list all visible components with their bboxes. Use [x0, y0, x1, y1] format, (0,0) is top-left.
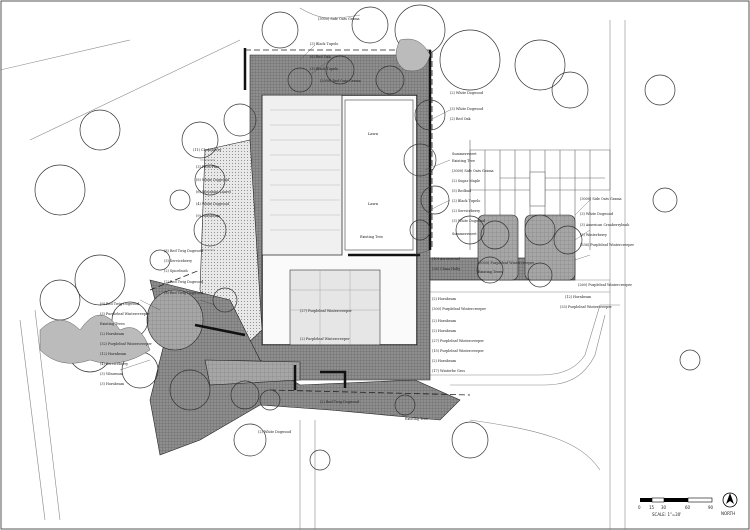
labels-right-lower: (10) Arrowwood (28) China Holly (3000) P…: [432, 257, 535, 373]
scale-tick: 0: [638, 505, 641, 510]
plant-label: (2) White Dogwood: [258, 430, 292, 434]
plant-label: (2) Red Oak: [450, 117, 471, 121]
plant-label: (3000) Side Oats Grama: [452, 169, 494, 173]
road-lines: [0, 7, 626, 530]
plant-label: (9) Red Twig Dogwood: [100, 302, 140, 306]
plant-label: (9) Hornbeam: [196, 214, 221, 218]
plant-label: (2) Hornbeam: [432, 359, 457, 363]
plant-label: (5) Redbud: [452, 189, 472, 193]
north-arrow: NORTH: [721, 492, 738, 516]
plant-label: (2000) Red Oats Grama: [320, 79, 361, 83]
plant-label: (3) Black Tupelo: [310, 67, 338, 71]
plant-label: (33) Purpleleaf Wintercreeper: [560, 305, 612, 309]
plant-label: (3) Hornbeam: [100, 382, 125, 386]
scale-bar: 0 15 30 60 90 SCALE: 1"=30': [638, 497, 714, 517]
plant-label: (27) Purpleleaf Wintercreeper: [300, 309, 352, 313]
plant-label: (3) American Cranberrybush: [580, 223, 630, 227]
shrub-masses: [39, 38, 431, 364]
plant-label: (2) Red Twig Dogwood: [164, 280, 204, 284]
north-label: NORTH: [721, 511, 735, 516]
plant-label: (3000) Purpleleaf Wintercreeper: [478, 261, 535, 265]
plant-label: Existing Tree: [405, 417, 428, 421]
plant-label: (2) Spicebush: [164, 269, 188, 273]
plant-label: (3) Black Tupelo: [310, 42, 338, 46]
plant-label: (2) Black Tupelo: [452, 199, 480, 203]
labels-top: (3000) Side Oats Grama (3) Black Tupelo …: [310, 17, 484, 95]
plant-label: Existing Tree: [360, 235, 383, 239]
plant-label: (32) Purpleleaf Wintercreeper: [100, 342, 152, 346]
plant-label: (3) Winterberry: [580, 233, 607, 237]
plant-label: Existing Tree: [452, 159, 475, 163]
plant-label: (27) Purpleleaf Wintercreeper: [432, 339, 484, 343]
labels-right-mid: (3000) Side Oats Grama (3) White Dogwood…: [580, 197, 634, 247]
labels-interior: Lawn Lawn Existing Tree (27) Purpleleaf …: [300, 132, 383, 341]
labels-left-upper: (11) Chokeberry (3) Pitch Pine (8) White…: [193, 148, 231, 218]
plant-label: (3) Viburnum: [100, 372, 124, 376]
north-arrow-icon: [726, 493, 734, 504]
plant-label: Lawn: [368, 132, 379, 136]
plant-label: (3) Purpleleaf Wintercreeper: [100, 312, 150, 316]
plant-label: (4) White Dogwood: [196, 202, 230, 206]
trees: [34, 4, 701, 471]
plant-label: (2) White Dogwood: [450, 91, 484, 95]
plant-label: (2) Hornbeam: [432, 329, 457, 333]
plant-label: Lawn: [368, 202, 379, 206]
plant-label: (336) Purpleleaf Wintercreeper: [580, 243, 634, 247]
labels-left-lower: (9) Red Twig Dogwood (3) Purpleleaf Wint…: [100, 302, 152, 386]
labels-left-mid: (8) Red Twig Dogwood (3) Serviceberry (2…: [164, 249, 204, 295]
labels-bottom: (2) White Dogwood (2) Red Twig Dogwood E…: [258, 400, 428, 434]
plant-label: (2) Purpleleaf Wintercreeper: [300, 337, 350, 341]
property-boundary: [149, 49, 471, 396]
plant-label: Summersweet: [452, 232, 477, 236]
plant-label: (260) Purpleleaf Wintercreeper: [578, 283, 632, 287]
plant-label: (4) Serviceberry: [100, 362, 128, 366]
plant-label: (15) Purpleleaf Wintercreeper: [432, 349, 484, 353]
scale-tick: 60: [685, 505, 691, 510]
plant-label: (3) White Dogwood: [580, 212, 614, 216]
plant-label: (2) Hornbeam: [432, 297, 457, 301]
plant-label: (3) White Dogwood: [452, 219, 486, 223]
plant-label: (17) Winterbe Gros: [432, 369, 465, 373]
plant-label: (8) Red Twig Dogwood: [164, 291, 204, 295]
plant-label: (2) Sugar Maple: [452, 179, 480, 183]
plant-label: (3) Serviceberry: [164, 259, 192, 263]
plant-label: (2) Hornbeam: [432, 319, 457, 323]
plant-label: (3) White Dogwood: [450, 107, 484, 111]
plant-label: (6) Red Oak: [310, 55, 331, 59]
labels-right-upper: (3) White Dogwood (2) Red Oak Summerswee…: [450, 107, 494, 236]
leader-lines: [119, 44, 591, 371]
plant-label: (28) China Holly: [432, 267, 460, 271]
scale-tick: 15: [649, 505, 655, 510]
plant-label: (11) Chokeberry: [193, 148, 221, 152]
paving: [146, 54, 576, 456]
plant-label: Existing Trees: [100, 322, 125, 326]
scale-tick: 30: [661, 505, 667, 510]
plant-label: (2) Red Twig Dogwood: [320, 400, 360, 404]
plant-label: (12) Hornbeam: [565, 295, 592, 299]
plant-label: Existing Trees: [478, 270, 503, 274]
plant-label: (8) White Dogwood: [196, 178, 230, 182]
site-walls: [194, 48, 432, 390]
plant-label: (2) Hornbeam: [100, 332, 125, 336]
parking-lot: [469, 140, 611, 250]
plant-label: (3000) Side Oats Grama: [580, 197, 622, 201]
plant-label: (2) Serviceberry: [452, 209, 480, 213]
plant-label: (3000) Side Oats Grama: [318, 17, 360, 21]
scale-caption: SCALE: 1"=30': [652, 512, 681, 517]
building: [261, 94, 418, 346]
labels-right-bottom: (260) Purpleleaf Wintercreeper (12) Horn…: [560, 283, 632, 309]
plant-label: (3) Pitch Pine: [196, 165, 219, 169]
plant-label: (8) Red Twig Dogwood: [164, 249, 204, 253]
plant-label: (6) Mountain Laurel: [196, 190, 231, 194]
scale-tick: 90: [708, 505, 714, 510]
plant-label: (12) Hornbeam: [100, 352, 127, 356]
plant-label: Summersweet: [452, 152, 477, 156]
plant-label: (10) Arrowwood: [432, 257, 461, 261]
plant-label: (300) Purpleleaf Wintercreeper: [432, 307, 486, 311]
